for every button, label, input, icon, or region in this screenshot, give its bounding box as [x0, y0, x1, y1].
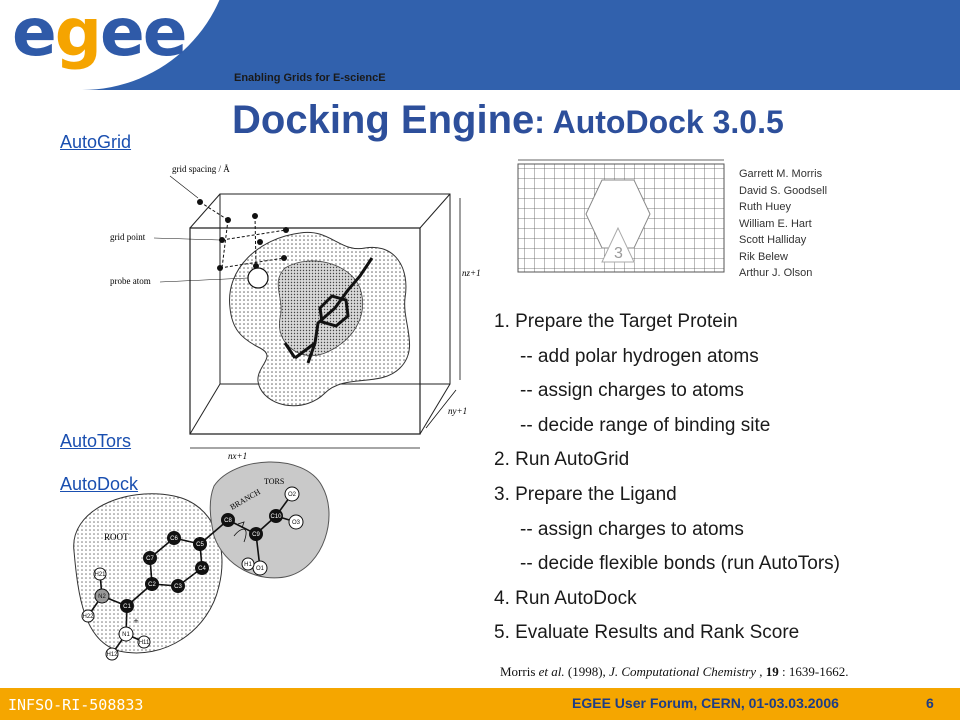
- autogrid-diagram: grid spacing / Å grid point probe atom n…: [110, 164, 480, 460]
- svg-text:H12: H12: [106, 652, 118, 658]
- svg-text:C4: C4: [198, 566, 206, 572]
- svg-text:nx+1: nx+1: [228, 451, 247, 460]
- page-number: 6: [926, 695, 934, 711]
- slide-title: Docking Engine: AutoDock 3.0.5: [232, 98, 784, 143]
- step-item: 4. Run AutoDock: [494, 587, 637, 609]
- autogrid-link[interactable]: AutoGrid: [60, 132, 132, 152]
- header-bar: egee Enabling Grids for E-sciencE: [0, 0, 960, 90]
- svg-text:H22: H22: [82, 614, 94, 620]
- step-subitem: -- assign charges to atoms: [520, 380, 744, 402]
- autotors-link[interactable]: AutoTors: [60, 431, 132, 451]
- step-item: 3. Prepare the Ligand: [494, 483, 677, 505]
- logo-ee: ee: [100, 0, 188, 71]
- svg-text:nz+1: nz+1: [462, 268, 480, 278]
- author: David S. Goodsell: [739, 184, 828, 197]
- probe-atom: [247, 267, 269, 289]
- egee-logo: egee: [12, 0, 188, 71]
- step-subitem: -- decide flexible bonds (run AutoTors): [520, 553, 840, 575]
- step-item: 5. Evaluate Results and Rank Score: [494, 622, 800, 644]
- root-region: [73, 493, 223, 654]
- logo-e1: e: [12, 0, 57, 71]
- svg-text:grid spacing / Å: grid spacing / Å: [172, 164, 230, 174]
- svg-text:+: +: [133, 616, 138, 626]
- svg-text:C1: C1: [123, 604, 131, 610]
- step-item: 2. Run AutoGrid: [494, 449, 630, 471]
- svg-text:C8: C8: [224, 518, 232, 524]
- svg-text:H11: H11: [139, 640, 150, 646]
- tors-region: [209, 461, 330, 579]
- svg-text:grid point: grid point: [110, 232, 146, 242]
- logo-g: g: [54, 0, 102, 71]
- author: Ruth Huey: [739, 201, 791, 213]
- svg-text:C10: C10: [270, 514, 282, 520]
- step-subitem: -- add polar hydrogen atoms: [520, 345, 759, 367]
- svg-text:ny+1: ny+1: [448, 406, 467, 416]
- svg-text:O3: O3: [292, 520, 301, 526]
- svg-text:O2: O2: [288, 492, 297, 498]
- svg-text:C3: C3: [174, 584, 182, 590]
- author-list: Garrett M. Morris David S. Goodsell Ruth…: [739, 166, 827, 282]
- author: Garrett M. Morris: [739, 168, 823, 180]
- svg-text:H1: H1: [244, 562, 252, 568]
- svg-text:N1: N1: [122, 632, 130, 638]
- svg-text:O1: O1: [256, 566, 265, 572]
- logo-triangle: [601, 226, 635, 263]
- svg-text:H21: H21: [94, 572, 106, 578]
- tagline: Enabling Grids for E-sciencE: [234, 72, 386, 84]
- author: Arthur J. Olson: [739, 267, 813, 279]
- svg-text:C9: C9: [252, 532, 260, 538]
- title-main: Docking Engine: [232, 98, 535, 142]
- svg-text:ROOT: ROOT: [104, 532, 129, 542]
- svg-text:C5: C5: [196, 542, 204, 548]
- steps-list: 1. Prepare the Target Protein -- add pol…: [494, 305, 840, 651]
- title-rest: : AutoDock 3.0.5: [534, 104, 784, 140]
- svg-text:N2: N2: [98, 594, 106, 600]
- step-subitem: -- decide range of binding site: [520, 414, 771, 436]
- step-subitem: -- assign charges to atoms: [520, 518, 744, 540]
- step-item: 1. Prepare the Target Protein: [494, 311, 738, 332]
- event-label: EGEE User Forum, CERN, 01-03.03.2006: [572, 695, 839, 711]
- autodock-logo: 3: [517, 159, 725, 273]
- citation: Morris et al. (1998), J. Computational C…: [500, 664, 849, 679]
- author: William E. Hart: [739, 217, 812, 230]
- author: Rik Belew: [739, 250, 788, 263]
- footer-bar: INFSO-RI-508833 EGEE User Forum, CERN, 0…: [0, 688, 960, 720]
- logo-hexagon: [585, 179, 651, 249]
- logo-badge-number: 3: [614, 245, 623, 262]
- svg-text:probe atom: probe atom: [110, 276, 151, 286]
- svg-text:C7: C7: [146, 556, 154, 562]
- author: Scott Halliday: [739, 234, 807, 246]
- autodock-link[interactable]: AutoDock: [60, 474, 139, 494]
- project-code: INFSO-RI-508833: [8, 696, 144, 714]
- svg-text:C6: C6: [170, 536, 178, 542]
- svg-text:C2: C2: [148, 582, 156, 588]
- autotors-diagram: ROOT BRANCH TORS C1 C2 C3 C4 C5 C6 C7 C8…: [73, 461, 330, 661]
- svg-text:TORS: TORS: [264, 477, 284, 486]
